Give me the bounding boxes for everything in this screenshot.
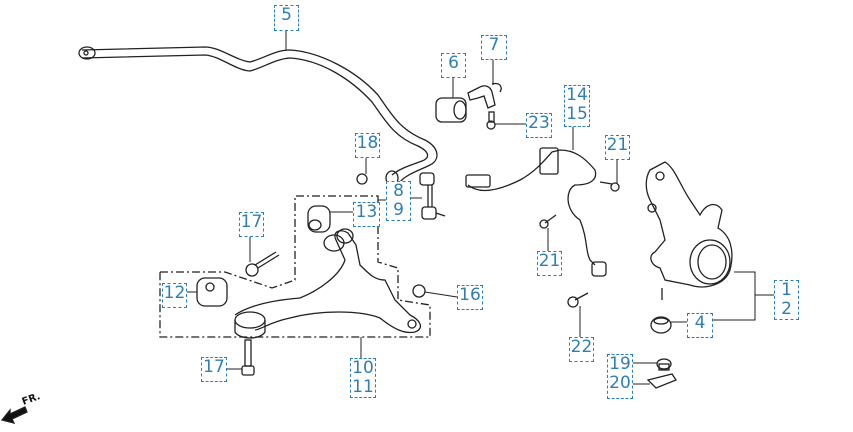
nut-16: [412, 284, 426, 298]
callout-number: 2: [781, 299, 792, 319]
callout-16[interactable]: 16: [457, 285, 483, 310]
callout-number: 9: [393, 200, 404, 220]
leader-lines: [187, 30, 774, 385]
stabilizer-link: [419, 172, 446, 220]
callout-23[interactable]: 23: [526, 113, 552, 138]
callout-number: 4: [694, 313, 706, 333]
callout-number: 8: [393, 181, 404, 201]
callout-number: 12: [163, 283, 186, 303]
bolt-21-lower: [539, 214, 557, 229]
callout-17-upper[interactable]: 17: [239, 212, 264, 237]
bolt-17-lower: [241, 339, 255, 376]
callout-21-upper[interactable]: 21: [605, 135, 630, 160]
nut-18: [356, 173, 368, 185]
callout-number: 5: [281, 5, 292, 25]
nut-19: [656, 358, 672, 371]
callout-number: 15: [566, 104, 588, 124]
callout-number: 18: [356, 133, 379, 153]
assembly-outline: [159, 195, 431, 338]
callout-number: 11: [352, 377, 374, 397]
callout-number: 21: [606, 135, 629, 155]
bolt-17-upper: [245, 251, 280, 277]
front-arrow-icon: [0, 406, 28, 424]
callout-number: 16: [459, 285, 481, 305]
callout-21-lower[interactable]: 21: [537, 251, 562, 276]
callout-number: 7: [488, 35, 500, 55]
callout-number: 21: [538, 251, 561, 271]
bolt-22: [567, 292, 589, 308]
callout-number: 19: [609, 354, 631, 374]
steering-knuckle: [645, 161, 733, 300]
callout-number: 10: [352, 358, 374, 378]
dust-seal: [650, 316, 672, 334]
callout-4[interactable]: 4: [687, 313, 713, 338]
callout-number: 13: [355, 202, 378, 222]
callout-number: 1: [781, 280, 792, 300]
callout-6[interactable]: 6: [441, 53, 466, 78]
callout-7[interactable]: 7: [481, 35, 507, 60]
stabilizer-bushing: [435, 97, 467, 123]
callout-number: 20: [609, 373, 631, 393]
callout-5[interactable]: 5: [274, 5, 299, 31]
bolt-23: [486, 111, 496, 130]
callout-22[interactable]: 22: [569, 337, 594, 362]
compliance-bushing: [307, 205, 331, 233]
callout-number: 6: [448, 53, 459, 73]
callout-number: 22: [570, 337, 593, 357]
callout-number: 23: [528, 113, 550, 133]
callout-12[interactable]: 12: [162, 283, 187, 308]
bushing-12: [196, 277, 228, 307]
callout-18[interactable]: 18: [355, 133, 380, 158]
bushing-holder: [467, 82, 502, 109]
cotter-20: [646, 373, 677, 389]
callout-17-lower[interactable]: 17: [201, 357, 227, 382]
callout-13[interactable]: 13: [353, 202, 380, 227]
stabilizer-bar: [78, 46, 438, 186]
callout-number: 17: [240, 212, 263, 232]
callout-number: 17: [203, 357, 225, 377]
lower-arm: [234, 228, 422, 339]
bolt-21-upper: [599, 181, 620, 192]
abs-sensor: [465, 147, 607, 277]
callout-number: 14: [566, 85, 588, 105]
